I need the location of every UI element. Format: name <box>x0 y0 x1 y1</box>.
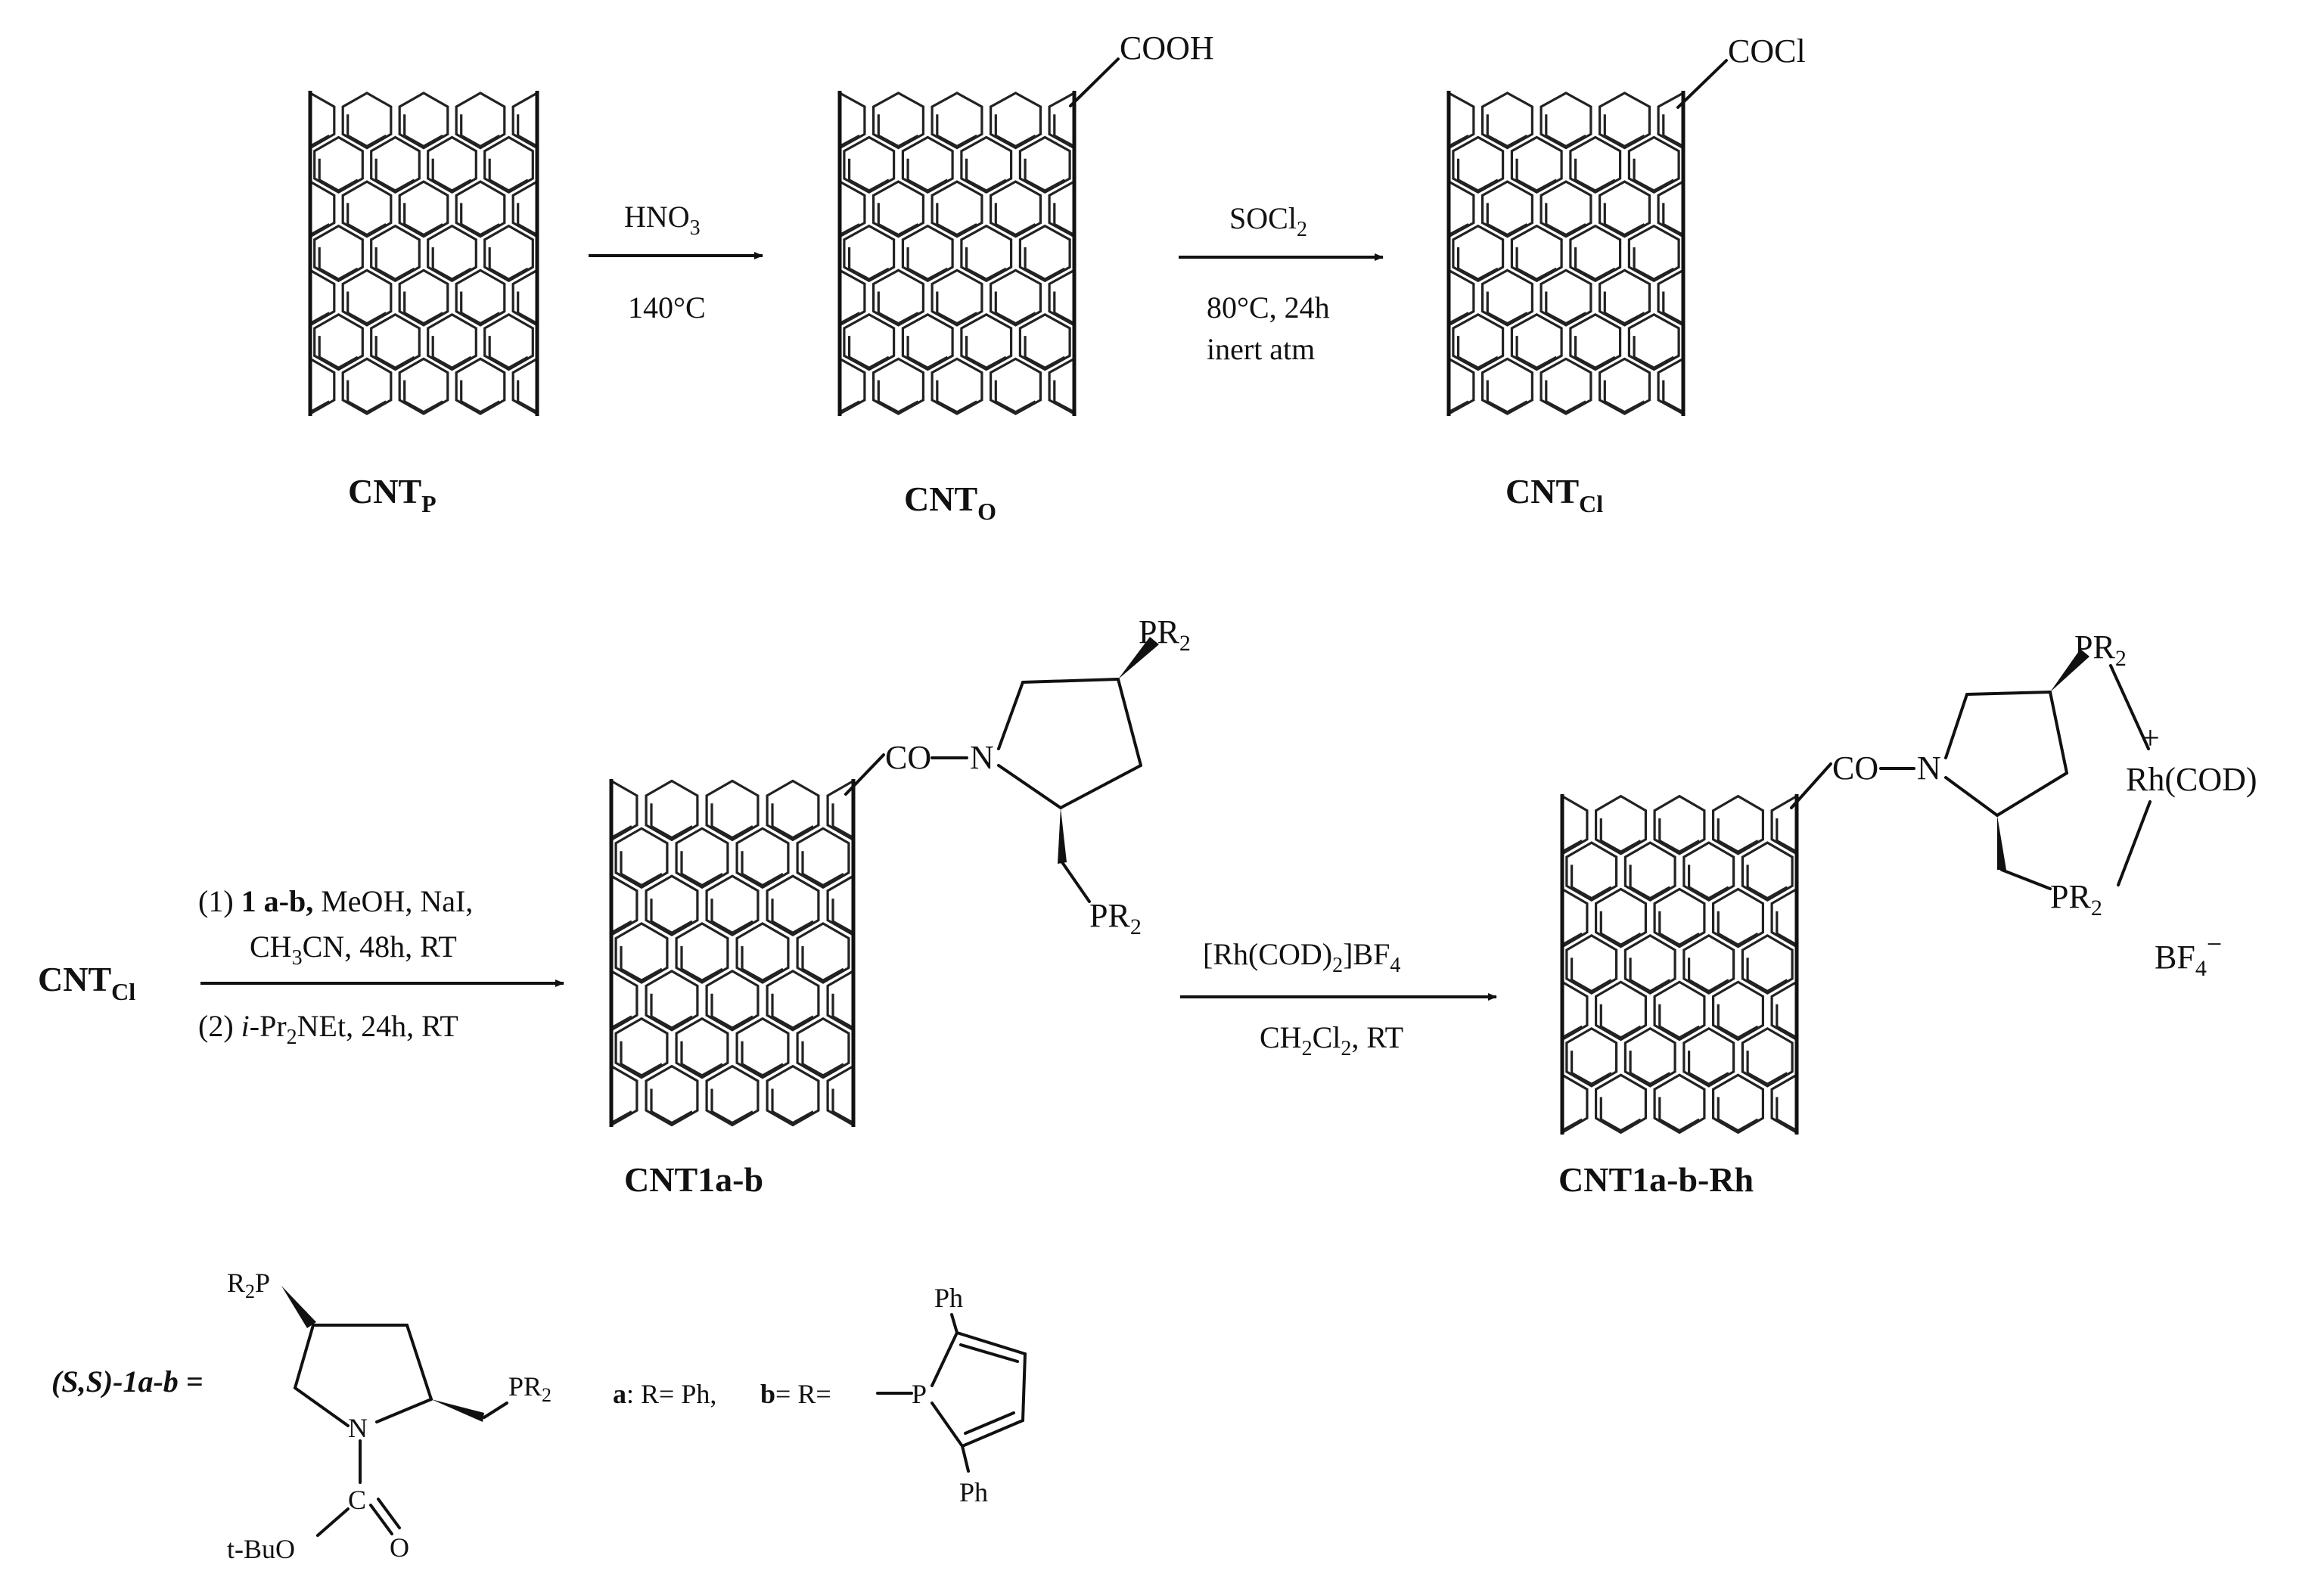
svg-text:Ph: Ph <box>934 1283 963 1313</box>
cooh-group: COOH <box>1120 29 1214 67</box>
svg-text:PR2: PR2 <box>1139 613 1191 656</box>
svg-text:PR2: PR2 <box>1089 897 1142 939</box>
label-cnt-p: CNTP <box>348 472 437 517</box>
cocl-bond <box>1676 59 1728 109</box>
svg-text:N: N <box>1917 750 1941 787</box>
svg-text:O: O <box>390 1532 409 1563</box>
label-cnt1ab: CNT1a-b <box>624 1160 763 1199</box>
svg-text:PR2: PR2 <box>2074 629 2127 671</box>
nanotube-cntp <box>308 91 539 416</box>
ligand-definition: (S,S)-1a-b = R2P N PR2 C O t-BuO a: R= P… <box>51 1268 1027 1564</box>
svg-text:P: P <box>912 1379 927 1409</box>
step4-line1: [Rh(COD)2]BF4 <box>1203 937 1400 977</box>
pyrrolidine-rh-complex: CO N PR2 PR2 + Rh(COD) BF4− <box>1790 629 2257 981</box>
step3-line1: (1) 1 a-b, MeOH, NaI, <box>198 884 473 918</box>
cooh-bond <box>1069 57 1120 107</box>
cocl-group: COCl <box>1728 33 1806 70</box>
step3-line3: (2) i-Pr2NEt, 24h, RT <box>198 1009 458 1049</box>
svg-text:Rh(COD): Rh(COD) <box>2126 761 2257 798</box>
step3-line2: CH3CN, 48h, RT <box>250 930 457 970</box>
svg-text:Ph: Ph <box>959 1477 988 1507</box>
nanotube-cnt1ab-rh <box>1560 793 1799 1135</box>
svg-text:b= R=: b= R= <box>760 1379 831 1409</box>
nanotube-cnto <box>837 91 1077 416</box>
svg-text:t-BuO: t-BuO <box>227 1534 295 1564</box>
svg-text:(S,S)-1a-b =: (S,S)-1a-b = <box>51 1364 204 1399</box>
label-cnt-o: CNTO <box>904 480 996 525</box>
pyrrolidine-product1: CO N PR2 PR2 <box>844 613 1191 939</box>
svg-text:+: + <box>2141 719 2160 756</box>
label-cnt1ab-rh: CNT1a-b-Rh <box>1558 1160 1754 1199</box>
svg-text:PR2: PR2 <box>2050 878 2102 920</box>
svg-text:BF4−: BF4− <box>2155 929 2222 981</box>
step1-reagent: HNO3 <box>624 200 701 240</box>
svg-text:N: N <box>970 739 994 776</box>
step1-condition: 140°C <box>628 290 706 324</box>
nanotube-cntcl <box>1446 91 1686 416</box>
label-cnt-cl: CNTCl <box>1505 472 1603 517</box>
step2-condition-2: inert atm <box>1207 332 1315 366</box>
svg-text:PR2: PR2 <box>508 1371 551 1406</box>
svg-text:C: C <box>348 1485 366 1515</box>
step2-condition-1: 80°C, 24h <box>1207 290 1330 324</box>
svg-text:N: N <box>348 1413 368 1443</box>
step2-reagent: SOCl2 <box>1229 201 1307 241</box>
nanotube-cnt1ab <box>609 778 856 1128</box>
step4-line2: CH2Cl2, RT <box>1260 1020 1403 1060</box>
svg-text:CO: CO <box>885 739 931 776</box>
svg-text:CO: CO <box>1832 750 1878 787</box>
label-cnt-cl-start: CNTCl <box>38 960 135 1005</box>
svg-text:R2P: R2P <box>227 1268 270 1302</box>
svg-text:a: R= Ph,: a: R= Ph, <box>613 1379 716 1409</box>
